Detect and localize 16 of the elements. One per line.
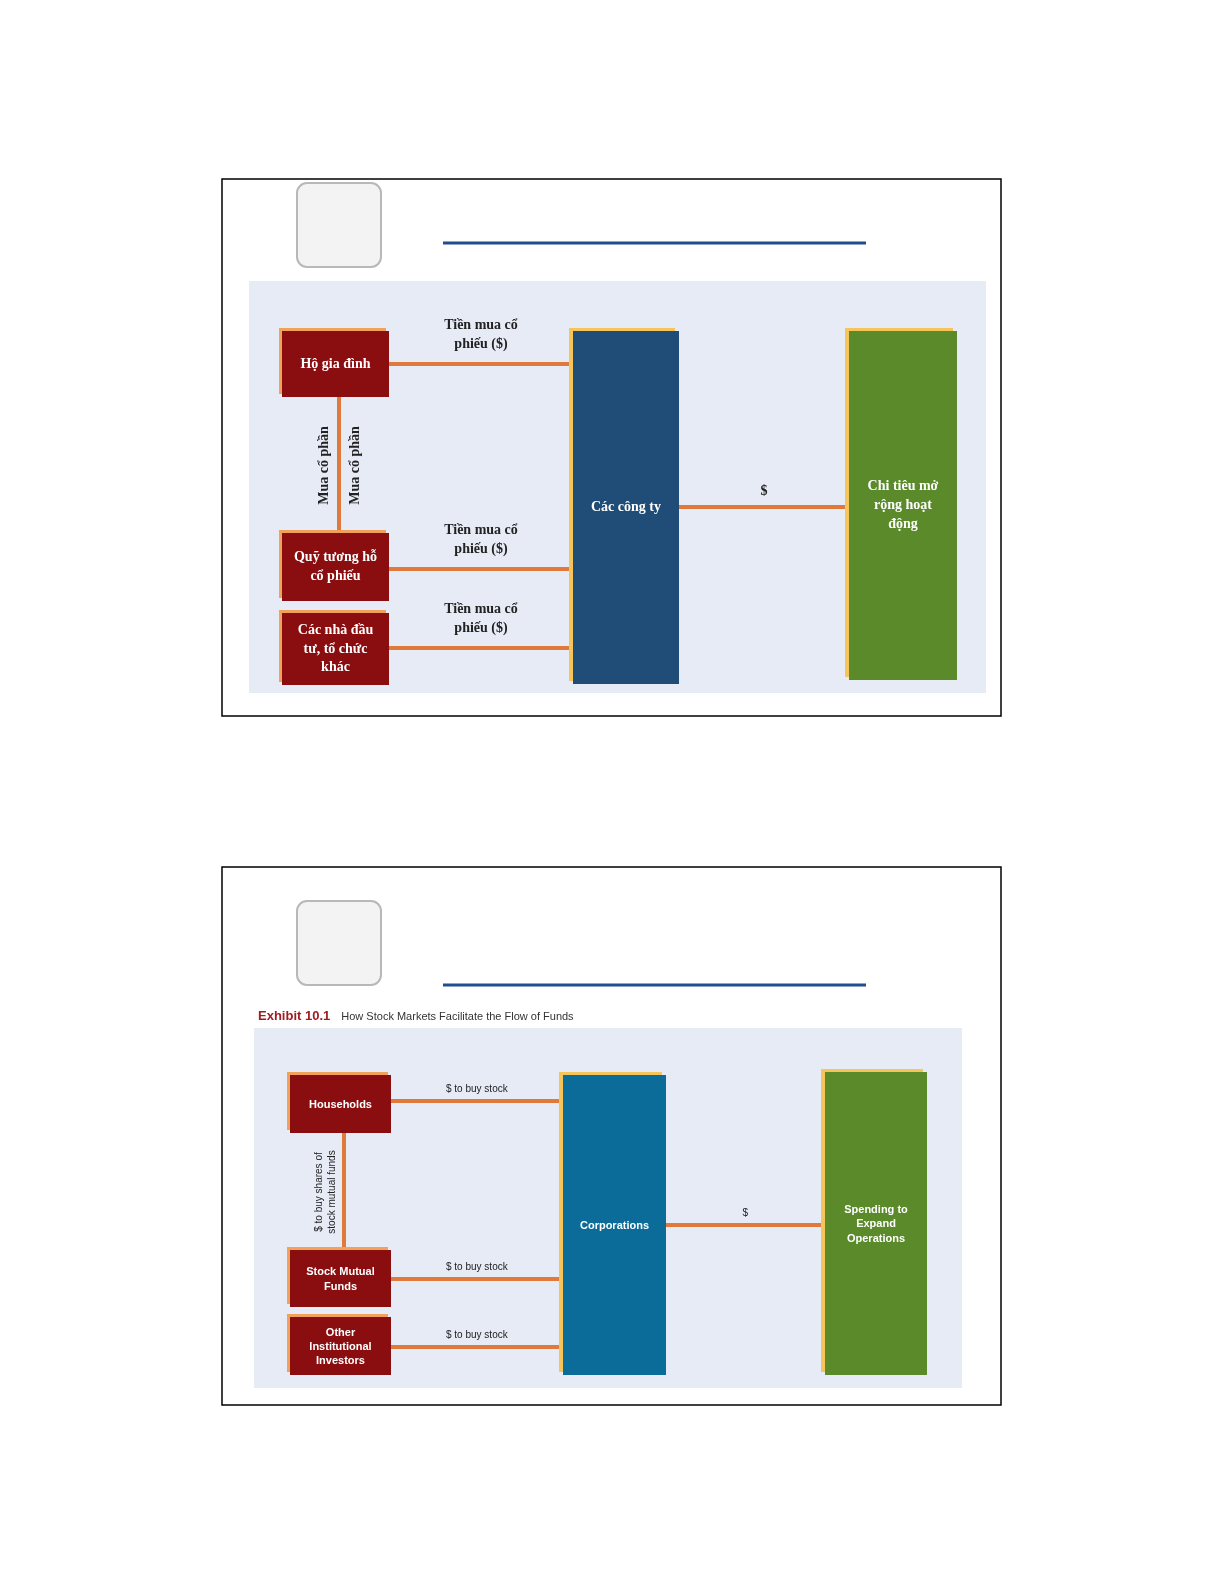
source-box: Other Institutional Investors [290, 1317, 391, 1375]
connector-line [337, 397, 341, 533]
edge-label: $ to buy stock [446, 1328, 508, 1341]
edge-label: $ to buy shares of stock mutual funds [312, 1148, 338, 1236]
edge-label: $ [742, 1206, 749, 1219]
edge-label: $ to buy stock [446, 1260, 508, 1273]
connector-line [342, 1133, 346, 1250]
source-box: Stock Mutual Funds [290, 1250, 391, 1307]
line-label: Mua cổ phần [345, 424, 363, 507]
source-box: Các nhà đầu tư, tổ chức khác [282, 613, 389, 685]
edge-label: Mua cổ phần [314, 424, 332, 507]
source-box: Households [290, 1075, 391, 1133]
edge-label: $ to buy stock [446, 1082, 508, 1095]
source-box: Quỹ tương hỗ cổ phiếu [282, 533, 389, 601]
source-box: Hộ gia đình [282, 331, 389, 397]
exhibit-caption: Exhibit 10.1 How Stock Markets Facilitate the Flow of Funds [258, 1008, 574, 1023]
